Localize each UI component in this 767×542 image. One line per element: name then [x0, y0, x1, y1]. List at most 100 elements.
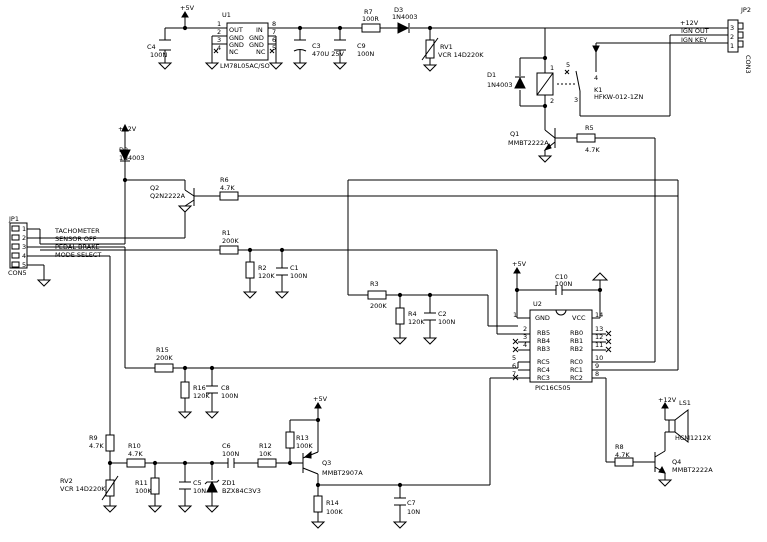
- r12-ref: R12: [259, 442, 272, 450]
- r4-ref: R4: [408, 310, 417, 318]
- u1-pin-label-gnd: GND: [229, 41, 244, 49]
- q3-ref: Q3: [322, 459, 331, 467]
- r11-ref: R11: [135, 479, 148, 487]
- ground-symbol: [102, 505, 118, 513]
- r8-value: 4.7K: [615, 451, 630, 459]
- r8-ref: R8: [615, 443, 624, 451]
- c1-value: 100N: [290, 272, 307, 280]
- microcontroller-u2: +5V C10 100N U2 PIC16C505 GND VCC RB5 RB…: [512, 196, 679, 462]
- ground-symbol: [177, 205, 193, 213]
- k1-pin-number: 3: [574, 96, 578, 104]
- divider-r3-r4-c2: R3 200K R4 120K C2 100N: [348, 280, 518, 338]
- r13-value: 100K: [296, 442, 313, 450]
- r9-ref: R9: [89, 434, 98, 442]
- net-mode-select-label: MODE SELECT: [55, 251, 101, 259]
- c1-ref: C1: [290, 264, 299, 272]
- jp2-pin-number: 3: [730, 24, 734, 32]
- u1-pin-number: 1: [217, 20, 221, 28]
- u2-pin-label-vcc: VCC: [572, 314, 586, 322]
- c10-value: 100N: [555, 280, 572, 288]
- d3-value: 1N4003: [392, 13, 418, 21]
- r14-ref: R14: [326, 499, 339, 507]
- ground-symbol: [332, 62, 348, 70]
- supply-5v-top: +5V: [180, 4, 195, 18]
- u1-ref: U1: [222, 11, 231, 19]
- u2-pin-number: 13: [595, 325, 603, 333]
- transistor-q1: Q1 MMBT2222A R5 4.7K: [508, 106, 656, 362]
- c7-ref: C7: [407, 499, 416, 507]
- net-sensor-off-label: SENSOR OFF: [55, 235, 97, 243]
- k1-pin-number: 4: [594, 74, 598, 82]
- q2-ref: Q2: [150, 184, 159, 192]
- d2-ref: D2: [119, 146, 128, 154]
- u2-pin-label-rb4: RB4: [537, 337, 550, 345]
- jp2-ref: JP2: [740, 6, 751, 14]
- ground-symbols: [36, 62, 673, 529]
- u1-pin-number: 8: [272, 20, 276, 28]
- u2-pin-number: 6: [512, 362, 516, 370]
- u2-part: PIC16C505: [535, 384, 571, 392]
- u2-ref: U2: [533, 300, 542, 308]
- c9-value: 100N: [357, 50, 374, 58]
- u2-pin-label-rb0: RB0: [570, 329, 583, 337]
- ground-symbol: [204, 411, 220, 419]
- r2-ref: R2: [258, 264, 267, 272]
- divider-r15-r16-c8: R15 200K R16 120K C8 100N: [125, 346, 519, 412]
- c6-ref: C6: [222, 442, 231, 450]
- connector-jp1: JP1 CON5 1 2 3 4 5 TACHOMETER SENSOR OFF…: [8, 210, 220, 435]
- u1-pin-label-gnd: GND: [229, 34, 244, 42]
- u2-pin-number: 3: [523, 333, 527, 341]
- r13-ref: R13: [296, 434, 309, 442]
- jp1-value: CON5: [8, 269, 27, 277]
- d1-value: 1N4003: [487, 81, 513, 89]
- c5-value: 10N: [193, 487, 206, 495]
- u2-pin-label-rc4: RC4: [537, 366, 550, 374]
- buzzer-driver: +12V R8 4.7K Q4 MMBT2222A LS1 HCM1212X: [606, 396, 713, 480]
- ground-symbol: [422, 64, 438, 72]
- jp1-pin-number: 1: [22, 225, 26, 233]
- k1-pin-number: 5: [566, 61, 570, 69]
- r15-ref: R15: [156, 346, 169, 354]
- u2-pin-label-gnd: GND: [535, 314, 550, 322]
- input-tachometer-circuit: +12V D2 1N4003 Q2 Q2N2222A R6 4.7K: [118, 123, 679, 295]
- c5-ref: C5: [193, 479, 202, 487]
- u2-pin-number: 9: [595, 362, 599, 370]
- u2-pin-label-rb2: RB2: [570, 345, 583, 353]
- ground-symbol: [242, 291, 258, 299]
- net-ign-key-label: IGN KEY: [681, 36, 707, 44]
- ground-symbol: [204, 62, 220, 70]
- c3-value: 470U 25V: [312, 50, 345, 58]
- u2-pin-number: 10: [595, 354, 603, 362]
- c9-ref: C9: [357, 42, 366, 50]
- divider-r1-r2-c1: R1 200K R2 120K C1 100N: [219, 229, 518, 335]
- u2-pin-number: 7: [512, 370, 516, 378]
- net-12v-label: +12V: [658, 396, 677, 404]
- u2-pin-label-rb5: RB5: [537, 329, 550, 337]
- capacitor-c3: C3 470U 25V: [293, 39, 345, 58]
- r16-value: 120K: [193, 392, 210, 400]
- u1-pin-label-nc: NC: [256, 48, 266, 56]
- k1-ref: K1: [594, 86, 602, 94]
- q2-value: Q2N2222A: [150, 192, 186, 200]
- q1-value: MMBT2222A: [508, 139, 549, 147]
- r1-ref: R1: [222, 229, 231, 237]
- jp1-pin-number: 5: [22, 261, 26, 269]
- connector-jp2-area: +12V IGN OUT IGN KEY JP2 3 2 1 CON3: [670, 6, 752, 74]
- r10-value: 4.7K: [128, 450, 143, 458]
- rv1-ref: RV1: [440, 43, 453, 51]
- ground-symbol: [274, 291, 290, 299]
- jp1-ref: JP1: [8, 215, 19, 223]
- c8-value: 100N: [221, 392, 238, 400]
- c6-value: 100N: [222, 450, 239, 458]
- u2-pin-label-rc3: RC3: [537, 374, 550, 382]
- rv1-value: VCR 14D220K: [438, 51, 484, 59]
- u2-pin-number: 14: [595, 311, 603, 319]
- r16-ref: R16: [193, 384, 206, 392]
- c3-ref: C3: [312, 42, 321, 50]
- net-5v-label: +5V: [512, 260, 527, 268]
- ground-symbol: [268, 62, 284, 70]
- u1-pin-label-gnd: GND: [249, 34, 264, 42]
- r1-value: 200K: [222, 237, 239, 245]
- ground-symbol: [392, 521, 408, 529]
